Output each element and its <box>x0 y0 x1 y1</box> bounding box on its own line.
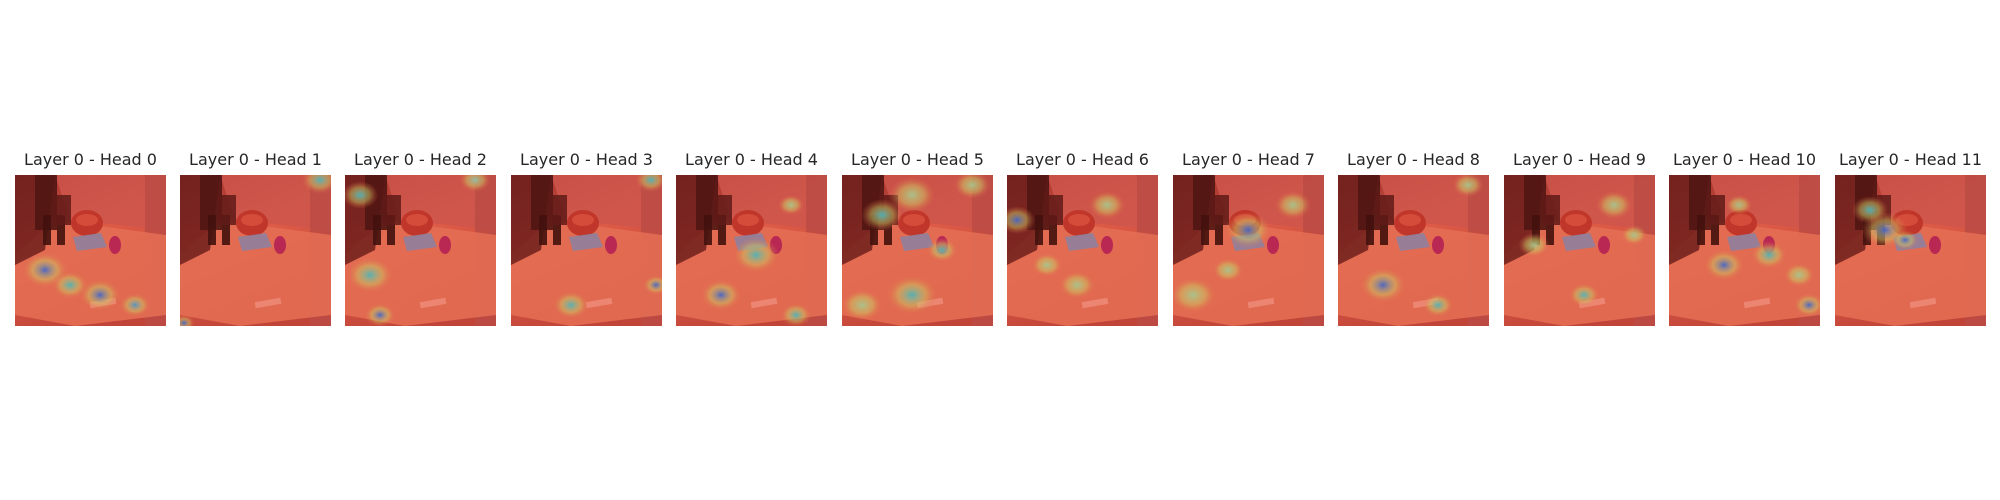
attention-overlay-image <box>1338 175 1489 326</box>
attention-overlay-image <box>15 175 166 326</box>
panel-title: Layer 0 - Head 4 <box>685 150 818 169</box>
attention-overlay-image <box>1835 175 1986 326</box>
attention-overlay-image <box>842 175 993 326</box>
panel-title: Layer 0 - Head 10 <box>1672 150 1817 169</box>
attention-overlay-image <box>345 175 496 326</box>
attention-overlay-image <box>1504 175 1655 326</box>
attention-overlay-image <box>180 175 331 326</box>
panel-title: Layer 0 - Head 0 <box>24 150 157 169</box>
attention-overlay-image <box>511 175 662 326</box>
panel-title: Layer 0 - Head 6 <box>1016 150 1149 169</box>
panel-title: Layer 0 - Head 11 <box>1838 150 1983 169</box>
panel-title: Layer 0 - Head 2 <box>354 150 487 169</box>
attention-overlay-image <box>676 175 827 326</box>
panel-title: Layer 0 - Head 8 <box>1347 150 1480 169</box>
panel-title: Layer 0 - Head 5 <box>851 150 984 169</box>
attention-overlay-image <box>1669 175 1820 326</box>
attention-overlay-image <box>1007 175 1158 326</box>
panel-title: Layer 0 - Head 7 <box>1182 150 1315 169</box>
panel-title: Layer 0 - Head 9 <box>1513 150 1646 169</box>
panel-title: Layer 0 - Head 1 <box>189 150 322 169</box>
panel-title: Layer 0 - Head 3 <box>520 150 653 169</box>
attention-overlay-image <box>1173 175 1324 326</box>
